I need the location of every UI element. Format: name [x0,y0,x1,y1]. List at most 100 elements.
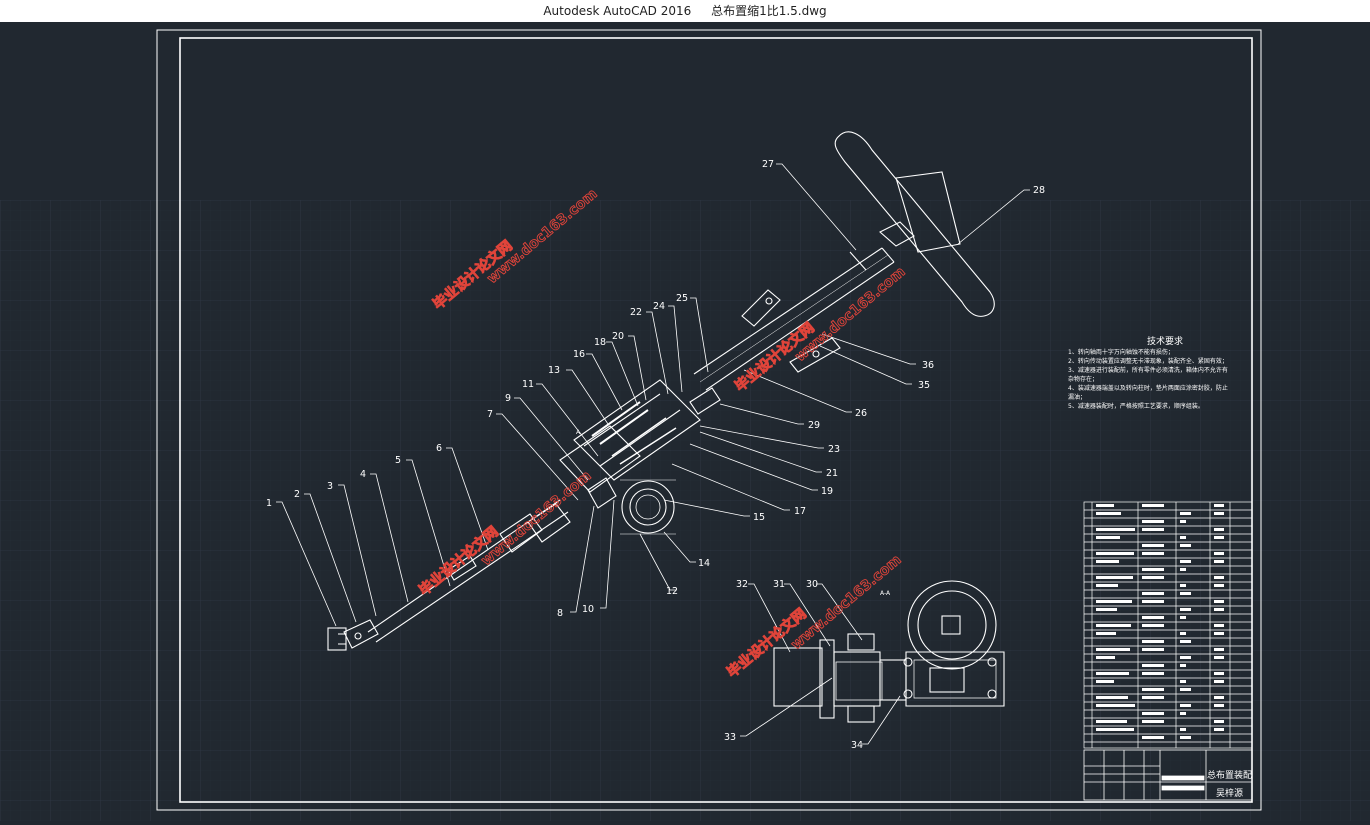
table-cell-text [1214,728,1224,731]
part-label: 18 [594,337,606,348]
part-label: 5 [395,455,401,466]
part-label: 6 [436,443,442,454]
table-cell-text [1214,656,1224,659]
table-cell-text [1142,544,1164,547]
table-cell-text [1214,672,1224,675]
table-cell-text [1142,688,1164,691]
table-cell-text [1142,616,1164,619]
steering-wheel [834,131,995,317]
grid [0,200,1370,821]
part-label: 12 [666,586,678,597]
table-cell-text [1214,560,1224,563]
part-label: 25 [676,293,688,304]
designer-name: 吴梓源 [1216,787,1243,799]
cad-drawing: 1 2 3 4 5 6 7 8 9 10 11 12 13 14 15 16 1… [0,29,1370,821]
table-cell-text [1180,640,1191,643]
part-label: 36 [922,360,934,371]
table-cell-text [1096,632,1116,635]
table-cell-text [1096,656,1115,659]
part-label: 17 [794,506,806,517]
table-cell-text [1180,712,1186,715]
table-cell-text [1180,584,1186,587]
table-cell-text [1142,736,1164,739]
table-cell-text [1214,600,1224,603]
table-cell-text [1096,512,1121,515]
part-label: 24 [653,301,665,312]
table-cell-text [1180,608,1191,611]
leader-lines [276,163,1030,745]
steering-assembly [327,131,995,651]
table-cell-text [1214,528,1224,531]
app-name: Autodesk AutoCAD 2016 [543,4,692,18]
parts-list-table [1083,501,1253,749]
part-label: 34 [851,740,863,751]
table-cell-text [1214,504,1224,507]
table-cell-text [1142,592,1164,595]
tech-line: 1、转向轴両十字万向轴蚀不能有损伤； [1068,348,1174,356]
part-label: 14 [698,558,710,569]
outer-border [156,29,1262,811]
table-cell-text [1180,544,1191,547]
table-cell-text [1142,720,1164,723]
table-cell-text [1096,552,1134,555]
table-cell-text [1214,584,1224,587]
table-cell-text [1214,704,1224,707]
table-cell-text [1096,624,1131,627]
part-label: 9 [505,393,511,404]
part-label: 33 [724,732,736,743]
table-cell-text [1180,568,1186,571]
drawing-canvas[interactable]: 1 2 3 4 5 6 7 8 9 10 11 12 13 14 15 16 1… [0,22,1370,821]
table-cell-text [1142,624,1164,627]
table-cell-text [1142,528,1164,531]
table-cell-text [1180,512,1191,515]
table-cell-text [1214,680,1224,683]
part-label: 29 [808,420,820,431]
part-label: 3 [327,481,333,492]
table-cell-text [1142,504,1164,507]
part-label: 32 [736,579,748,590]
inner-border [179,37,1253,803]
table-cell-text [1180,680,1186,683]
part-label: 4 [360,469,366,480]
part-label: 30 [806,579,818,590]
part-label: 15 [753,512,765,523]
table-cell-text [1214,624,1224,627]
table-cell-text [1142,648,1164,651]
title-block [1083,749,1253,801]
section-view-aa [773,580,1005,723]
table-cell-text [1096,584,1118,587]
tech-line: 2、转向传动装置应调整无卡滞现象，装配齐全、紧固有效； [1068,357,1228,365]
tech-line: 3、减速器进行装配前，所有零件必须清洗，箱体内不允许有 [1068,366,1228,374]
part-label: 7 [487,409,493,420]
table-cell-text [1180,656,1191,659]
table-cell-text [1142,672,1164,675]
tech-line: 4、装减速器端盖以及转向柱时，垫片两面应涂密封胶，防止 [1068,384,1228,392]
table-cell-text [1142,520,1164,523]
part-label: 20 [612,331,624,342]
table-cell-text [1180,592,1191,595]
table-cell-text [1096,560,1119,563]
table-cell-text [1096,672,1129,675]
table-cell-text [1214,576,1224,579]
table-cell-text [1214,608,1224,611]
table-cell-text [1142,552,1164,555]
table-cell-text [1096,728,1134,731]
part-label: 21 [826,468,838,479]
table-cell-text [1096,720,1127,723]
part-numbers: 1 2 3 4 5 6 7 8 9 10 11 12 13 14 15 16 1… [266,159,1045,751]
table-cell-text [1180,536,1186,539]
table-cell-text [1180,704,1191,707]
table-cell-text [1214,512,1224,515]
table-cell-text [1180,632,1186,635]
table-cell-text [1096,576,1133,579]
table-cell-text [1096,696,1128,699]
table-cell-text [1214,720,1224,723]
table-cell-text [1096,600,1132,603]
part-label: 11 [522,379,534,390]
part-label: 10 [582,604,594,615]
section-label: A-A [880,590,891,597]
file-name: 总布置缩1比1.5.dwg [711,4,827,18]
tech-title: 技术要求 [1147,335,1183,347]
table-cell-text [1142,712,1164,715]
part-label: 2 [294,489,300,500]
